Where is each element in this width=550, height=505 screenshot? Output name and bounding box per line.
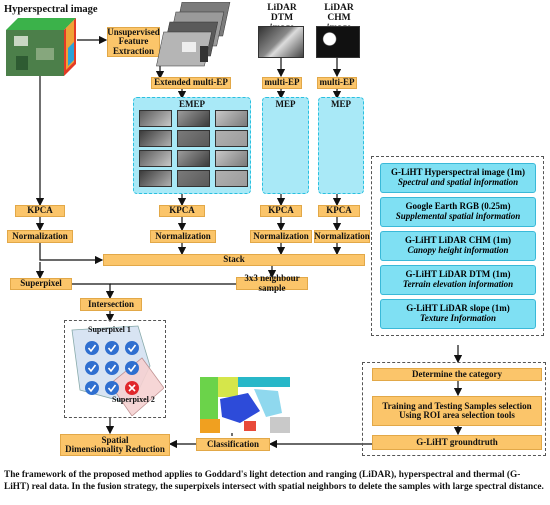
emep-thumbnail — [177, 110, 210, 127]
accepted-sample-icon — [105, 341, 119, 355]
accepted-sample-icon — [125, 341, 139, 355]
accepted-sample-icon — [125, 361, 139, 375]
data-source-subtitle: Texture Information — [420, 313, 496, 324]
check-mark — [87, 364, 97, 373]
check-mark — [107, 344, 117, 353]
data-source-subtitle: Terrain elevation information — [402, 279, 514, 290]
data-source-subtitle: Supplemental spatial information — [395, 211, 521, 222]
hyperspectral-cube-image — [6, 18, 76, 76]
check-mark — [87, 344, 97, 353]
data-source-title: G-LiHT LiDAR CHM (1m) — [404, 235, 512, 245]
data-source-title: G-LiHT LiDAR slope (1m) — [406, 303, 510, 313]
accepted-sample-icon — [105, 381, 119, 395]
data-source-title: G-LiHT Hyperspectral image (1m) — [390, 167, 526, 177]
accepted-sample-icon — [85, 381, 99, 395]
multi-ep-chm-box: multi-EP — [317, 77, 357, 89]
emep-thumbnail — [215, 150, 248, 167]
data-source-item: G-LiHT LiDAR slope (1m)Texture Informati… — [380, 299, 536, 329]
emep-thumbnail — [139, 130, 172, 147]
figure-caption: The framework of the proposed method app… — [4, 470, 544, 492]
feature-extraction-box: Unsupervised Feature Extraction — [107, 26, 160, 57]
emep-thumbnail — [215, 110, 248, 127]
data-source-title: Google Earth RGB (0.25m) — [405, 201, 511, 211]
determine-category-box: Determine the category — [372, 368, 542, 381]
hyperspectral-label: Hyperspectral image — [4, 4, 98, 15]
accepted-sample-icon — [105, 361, 119, 375]
emep-thumbnail — [215, 170, 248, 187]
cross-mark — [128, 384, 136, 392]
normalization-emep-box: Normalization — [150, 230, 216, 243]
kpca-dtm-box: KPCA — [260, 205, 302, 217]
emep-label: EMEP — [179, 99, 205, 109]
kpca-chm-box: KPCA — [318, 205, 360, 217]
emep-thumbnail — [177, 170, 210, 187]
extended-multi-ep-box: Extended multi-EP — [151, 77, 231, 89]
data-source-title: G-LiHT LiDAR DTM (1m) — [405, 269, 511, 279]
stack-box: Stack — [103, 254, 365, 266]
mep-chm-label: MEP — [331, 99, 351, 109]
superpixel-illustration — [71, 325, 164, 416]
mep-dtm-label: MEP — [275, 99, 296, 109]
sample-selection-panel — [362, 362, 546, 456]
multi-ep-dtm-box: multi-EP — [262, 77, 302, 89]
normalization-dtm-box: Normalization — [250, 230, 312, 243]
emep-thumbnail — [177, 130, 210, 147]
data-source-subtitle: Spectral and spatial information — [397, 177, 519, 188]
check-mark — [107, 364, 117, 373]
data-source-subtitle: Canopy height information — [407, 245, 509, 256]
intersection-box: Intersection — [80, 298, 142, 311]
mep-dtm-panel: MEP — [262, 97, 309, 194]
kpca-hyperspectral-box: KPCA — [15, 205, 65, 217]
normalization-hyperspectral-box: Normalization — [7, 230, 73, 243]
data-source-item: Google Earth RGB (0.25m)Supplemental spa… — [380, 197, 536, 227]
data-source-item: G-LiHT LiDAR CHM (1m)Canopy height infor… — [380, 231, 536, 261]
groundtruth-box: G-LiHT groundtruth — [372, 435, 542, 450]
emep-thumbnail — [139, 110, 172, 127]
data-sources-panel — [371, 156, 544, 336]
check-mark — [107, 384, 117, 393]
check-mark — [87, 384, 97, 393]
emep-thumbnail — [177, 150, 210, 167]
accepted-sample-icon — [85, 341, 99, 355]
lidar-chm-image — [316, 26, 360, 58]
emep-thumbnail — [215, 130, 248, 147]
mep-chm-panel: MEP — [318, 97, 364, 194]
spatial-dim-reduction-box: Spatial Dimensionality Reduction — [60, 434, 170, 456]
emep-thumbnail — [139, 170, 172, 187]
accepted-sample-icon — [85, 361, 99, 375]
feature-images-stack — [156, 2, 231, 67]
superpixel-1-label: Superpixel 1 — [88, 325, 131, 334]
lidar-dtm-image — [258, 26, 304, 58]
emep-thumbnail — [139, 150, 172, 167]
classification-box: Classification — [196, 438, 270, 451]
data-source-item: G-LiHT LiDAR DTM (1m)Terrain elevation i… — [380, 265, 536, 295]
classification-map-image — [200, 377, 290, 433]
superpixel-box: Superpixel — [10, 278, 72, 290]
check-mark — [127, 344, 137, 353]
normalization-chm-box: Normalization — [314, 230, 370, 243]
check-mark — [127, 364, 137, 373]
training-testing-box: Training and Testing Samples selection U… — [372, 396, 542, 426]
superpixel-2-label: Superpixel 2 — [112, 395, 155, 404]
neighbour-sample-box: 3x3 neighbour sample — [236, 273, 308, 292]
data-source-item: G-LiHT Hyperspectral image (1m)Spectral … — [380, 163, 536, 193]
kpca-emep-box: KPCA — [159, 205, 205, 217]
intersection-panel — [64, 320, 166, 418]
